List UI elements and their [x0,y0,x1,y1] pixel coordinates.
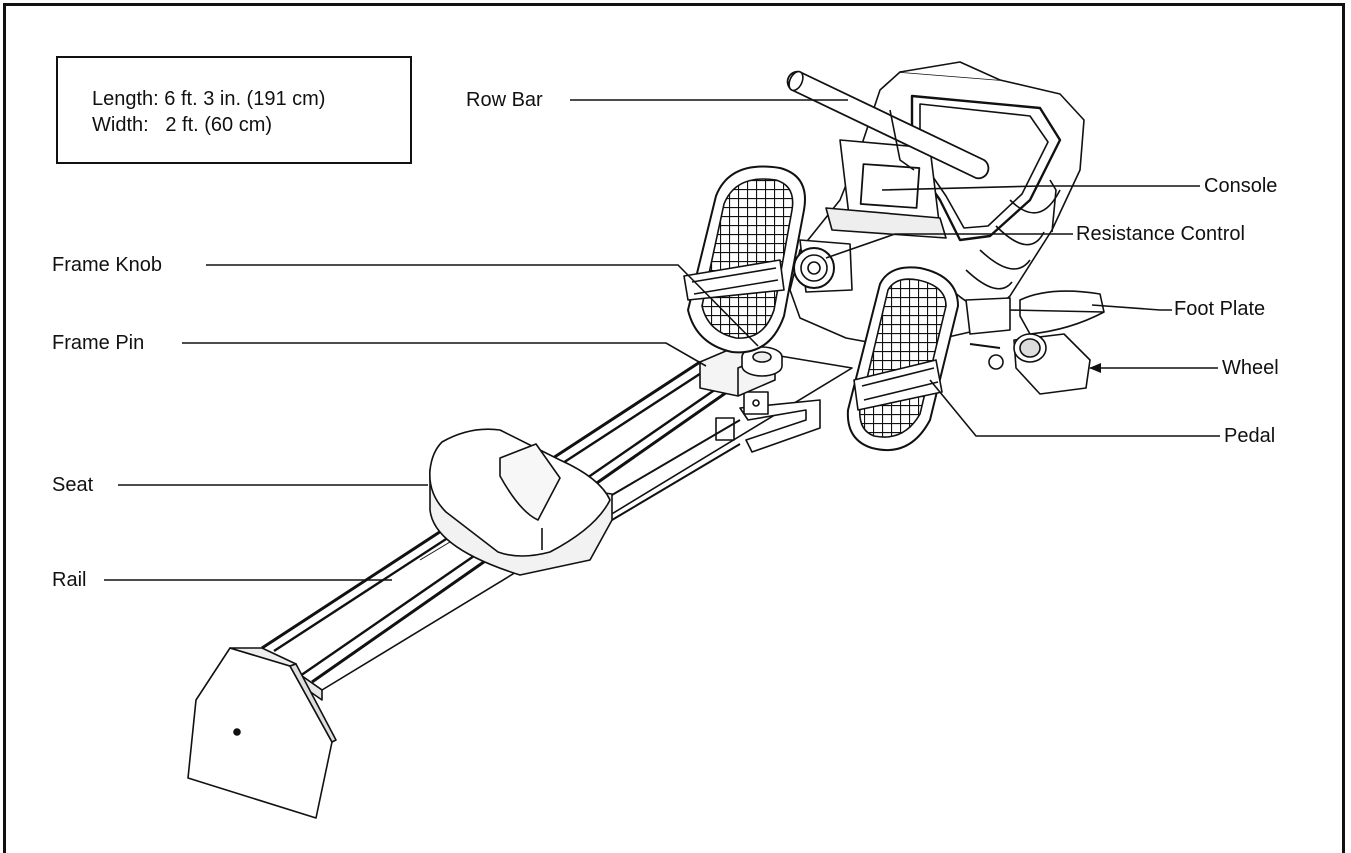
leader-resistance-control [825,233,1073,259]
rail-end-cap [187,647,337,819]
pedal-left [683,165,806,354]
label-rail: Rail [52,569,87,591]
dimension-length: Length: 6 ft. 3 in. (191 cm) [92,88,326,110]
leader-console [881,185,1200,191]
leader-foot-plate [1091,304,1172,311]
label-console: Console [1204,175,1278,197]
label-seat: Seat [52,474,94,496]
pedal-right [846,266,959,452]
dimension-width: Width: 2 ft. (60 cm) [92,114,273,136]
leader-frame-pin [182,342,707,367]
label-frame-knob: Frame Knob [52,254,163,276]
foot-plate [965,290,1105,335]
seat [429,428,613,576]
wheel [969,333,1091,395]
frame-bracket [739,391,821,453]
label-pedal: Pedal [1224,425,1276,447]
label-frame-pin: Frame Pin [52,332,145,354]
rail-front-segment [611,419,741,521]
resistance-knob [793,239,853,293]
frame-knob [741,346,783,377]
label-row-bar: Row Bar [466,89,543,111]
leader-frame-knob [206,264,759,347]
dimensions-box: Length: 6 ft. 3 in. (191 cm) Width: 2 ft… [56,56,412,164]
leader-pedal [929,379,1220,437]
diagram-frame [3,3,1345,853]
label-foot-plate: Foot Plate [1174,298,1266,320]
row-bar [786,70,990,180]
label-resistance-control: Resistance Control [1076,223,1245,245]
console [825,139,947,239]
label-wheel: Wheel [1222,357,1279,379]
